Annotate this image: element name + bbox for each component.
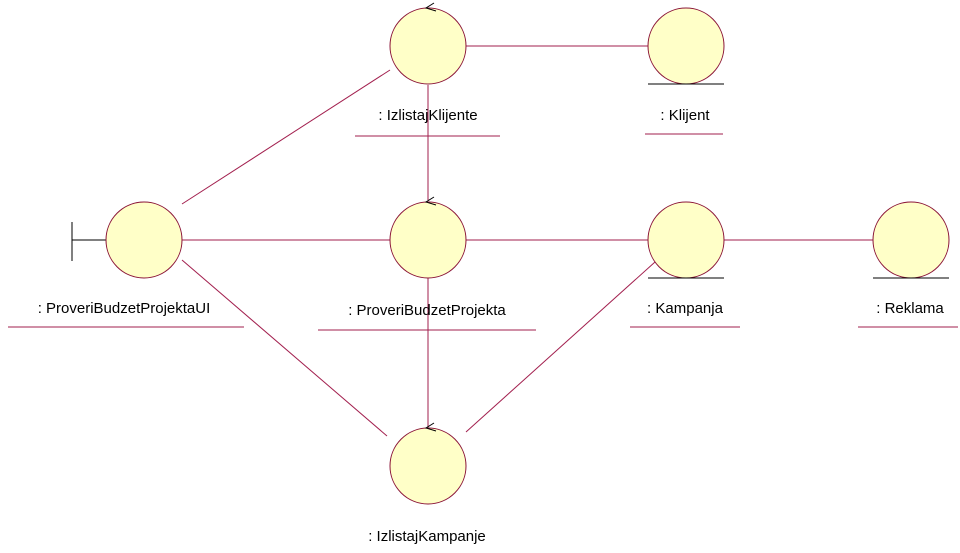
object-proveribudzetprojektaui[interactable]: : ProveriBudzetProjektaUI	[8, 201, 244, 328]
entity-circle	[647, 7, 725, 85]
control-circle	[389, 201, 467, 279]
link-kampanja-izlistajkampanje[interactable]	[465, 261, 656, 433]
object-label-izlistajklijente: : IzlistajKlijente	[378, 107, 477, 124]
object-izlistajkampanje[interactable]: : IzlistajKampanje	[368, 422, 486, 545]
control-circle	[389, 7, 467, 85]
control-arrow-icon	[424, 2, 437, 12]
object-proveribudzetprojekta[interactable]: : ProveriBudzetProjekta	[318, 196, 536, 331]
control-arrow-icon	[424, 196, 437, 206]
object-label-klijent: : Klijent	[660, 107, 710, 124]
links	[181, 45, 874, 437]
entity-circle	[872, 201, 950, 279]
boundary-circle	[105, 201, 183, 279]
object-klijent[interactable]: : Klijent	[645, 7, 725, 135]
object-label-izlistajkampanje: : IzlistajKampanje	[368, 528, 486, 545]
object-reklama[interactable]: : Reklama	[858, 201, 958, 328]
link-proveribudzetprojektaui-izlistajkampanje[interactable]	[181, 259, 388, 437]
object-label-proveribudzetprojekta: : ProveriBudzetProjekta	[348, 302, 506, 319]
control-arrow-icon	[424, 422, 437, 432]
object-izlistajklijente[interactable]: : IzlistajKlijente	[355, 2, 500, 137]
control-circle	[389, 427, 467, 505]
object-label-proveribudzetprojektaui: : ProveriBudzetProjektaUI	[38, 300, 211, 317]
object-label-reklama: : Reklama	[876, 300, 944, 317]
object-label-kampanja: : Kampanja	[647, 300, 724, 317]
link-izlistajklijente-proveribudzetprojektaui[interactable]	[181, 69, 391, 205]
object-kampanja[interactable]: : Kampanja	[630, 201, 740, 328]
entity-circle	[647, 201, 725, 279]
